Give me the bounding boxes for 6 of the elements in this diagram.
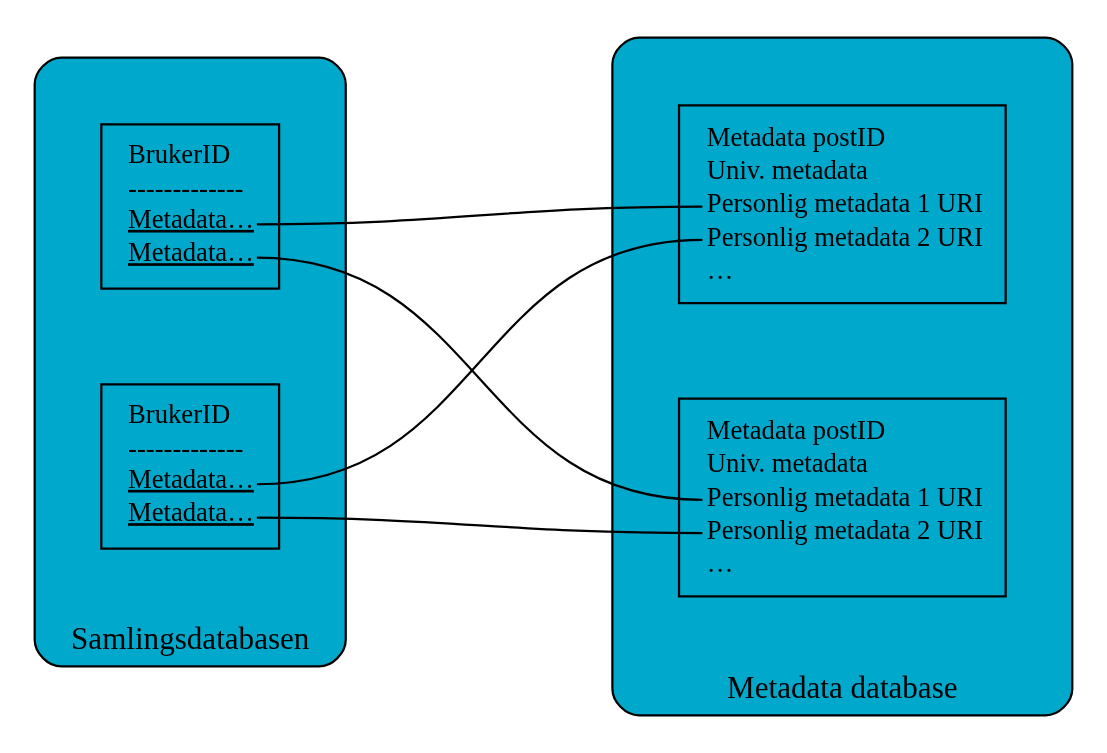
connector (256, 516, 703, 535)
connector (256, 205, 703, 226)
node-box: BrukerID ------------- Metadata… Metadata… (100, 383, 281, 550)
node-box: BrukerID ------------- Metadata… Metadata… (100, 123, 281, 290)
node-box: Metadata postID Univ. metadata Personlig metadata 1 URI Personlig metadata 2 URI … (677, 397, 1007, 598)
node-box: Metadata postID Univ. metadata Personlig metadata 1 URI Personlig metadata 2 URI … (677, 104, 1007, 305)
